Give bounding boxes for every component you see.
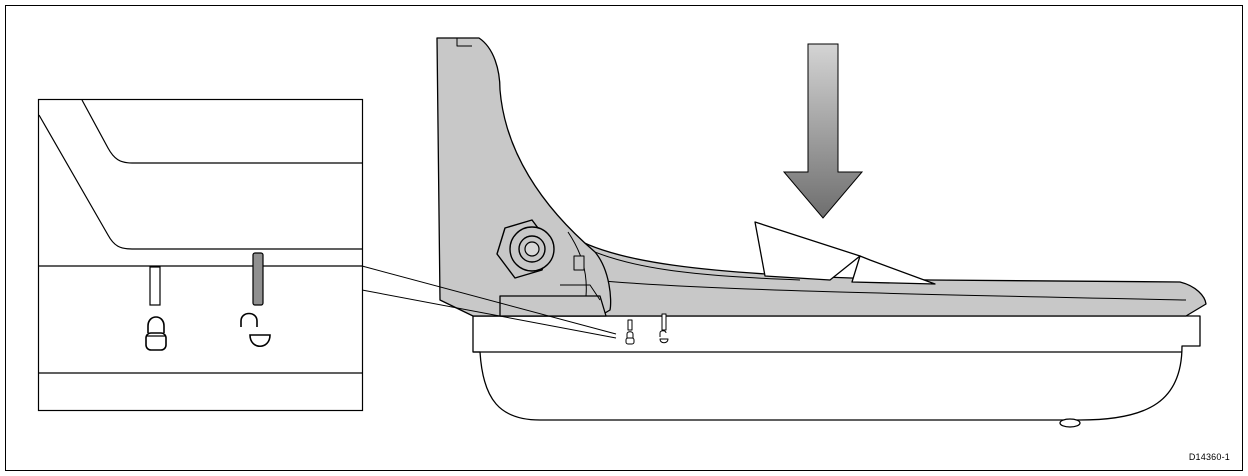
detail-inset: [37, 98, 364, 412]
unlock-slot-small: [661, 313, 667, 331]
lock-slot-small: [627, 319, 633, 331]
unlock-indicator-slot: [252, 252, 264, 306]
padlock-closed-icon: [145, 316, 167, 351]
padlock-closed-icon-small: [625, 331, 635, 345]
inset-bracket-edge-inner: [81, 99, 362, 164]
arrow-down-icon: [782, 43, 864, 219]
padlock-open-icon: [240, 312, 271, 348]
bracket-lower-plate: [499, 295, 607, 317]
body-contour: [591, 279, 1187, 301]
bracket-base: [472, 315, 1201, 421]
transducer-assembly: [436, 37, 1207, 428]
transducer-fin: [754, 221, 861, 281]
lock-indicator-slot: [149, 266, 161, 306]
transducer-fin-rear: [851, 255, 936, 285]
mounting-bracket-upright: [436, 37, 612, 317]
inset-bracket-edge-outer: [38, 114, 362, 250]
base-foot: [1059, 418, 1081, 428]
figure-frame: [5, 5, 1243, 471]
padlock-open-icon-small: [659, 330, 669, 344]
figure-reference-code: D14360-1: [1188, 452, 1230, 462]
inset-frame: [37, 98, 364, 412]
callout-leader-lines: [361, 265, 617, 339]
